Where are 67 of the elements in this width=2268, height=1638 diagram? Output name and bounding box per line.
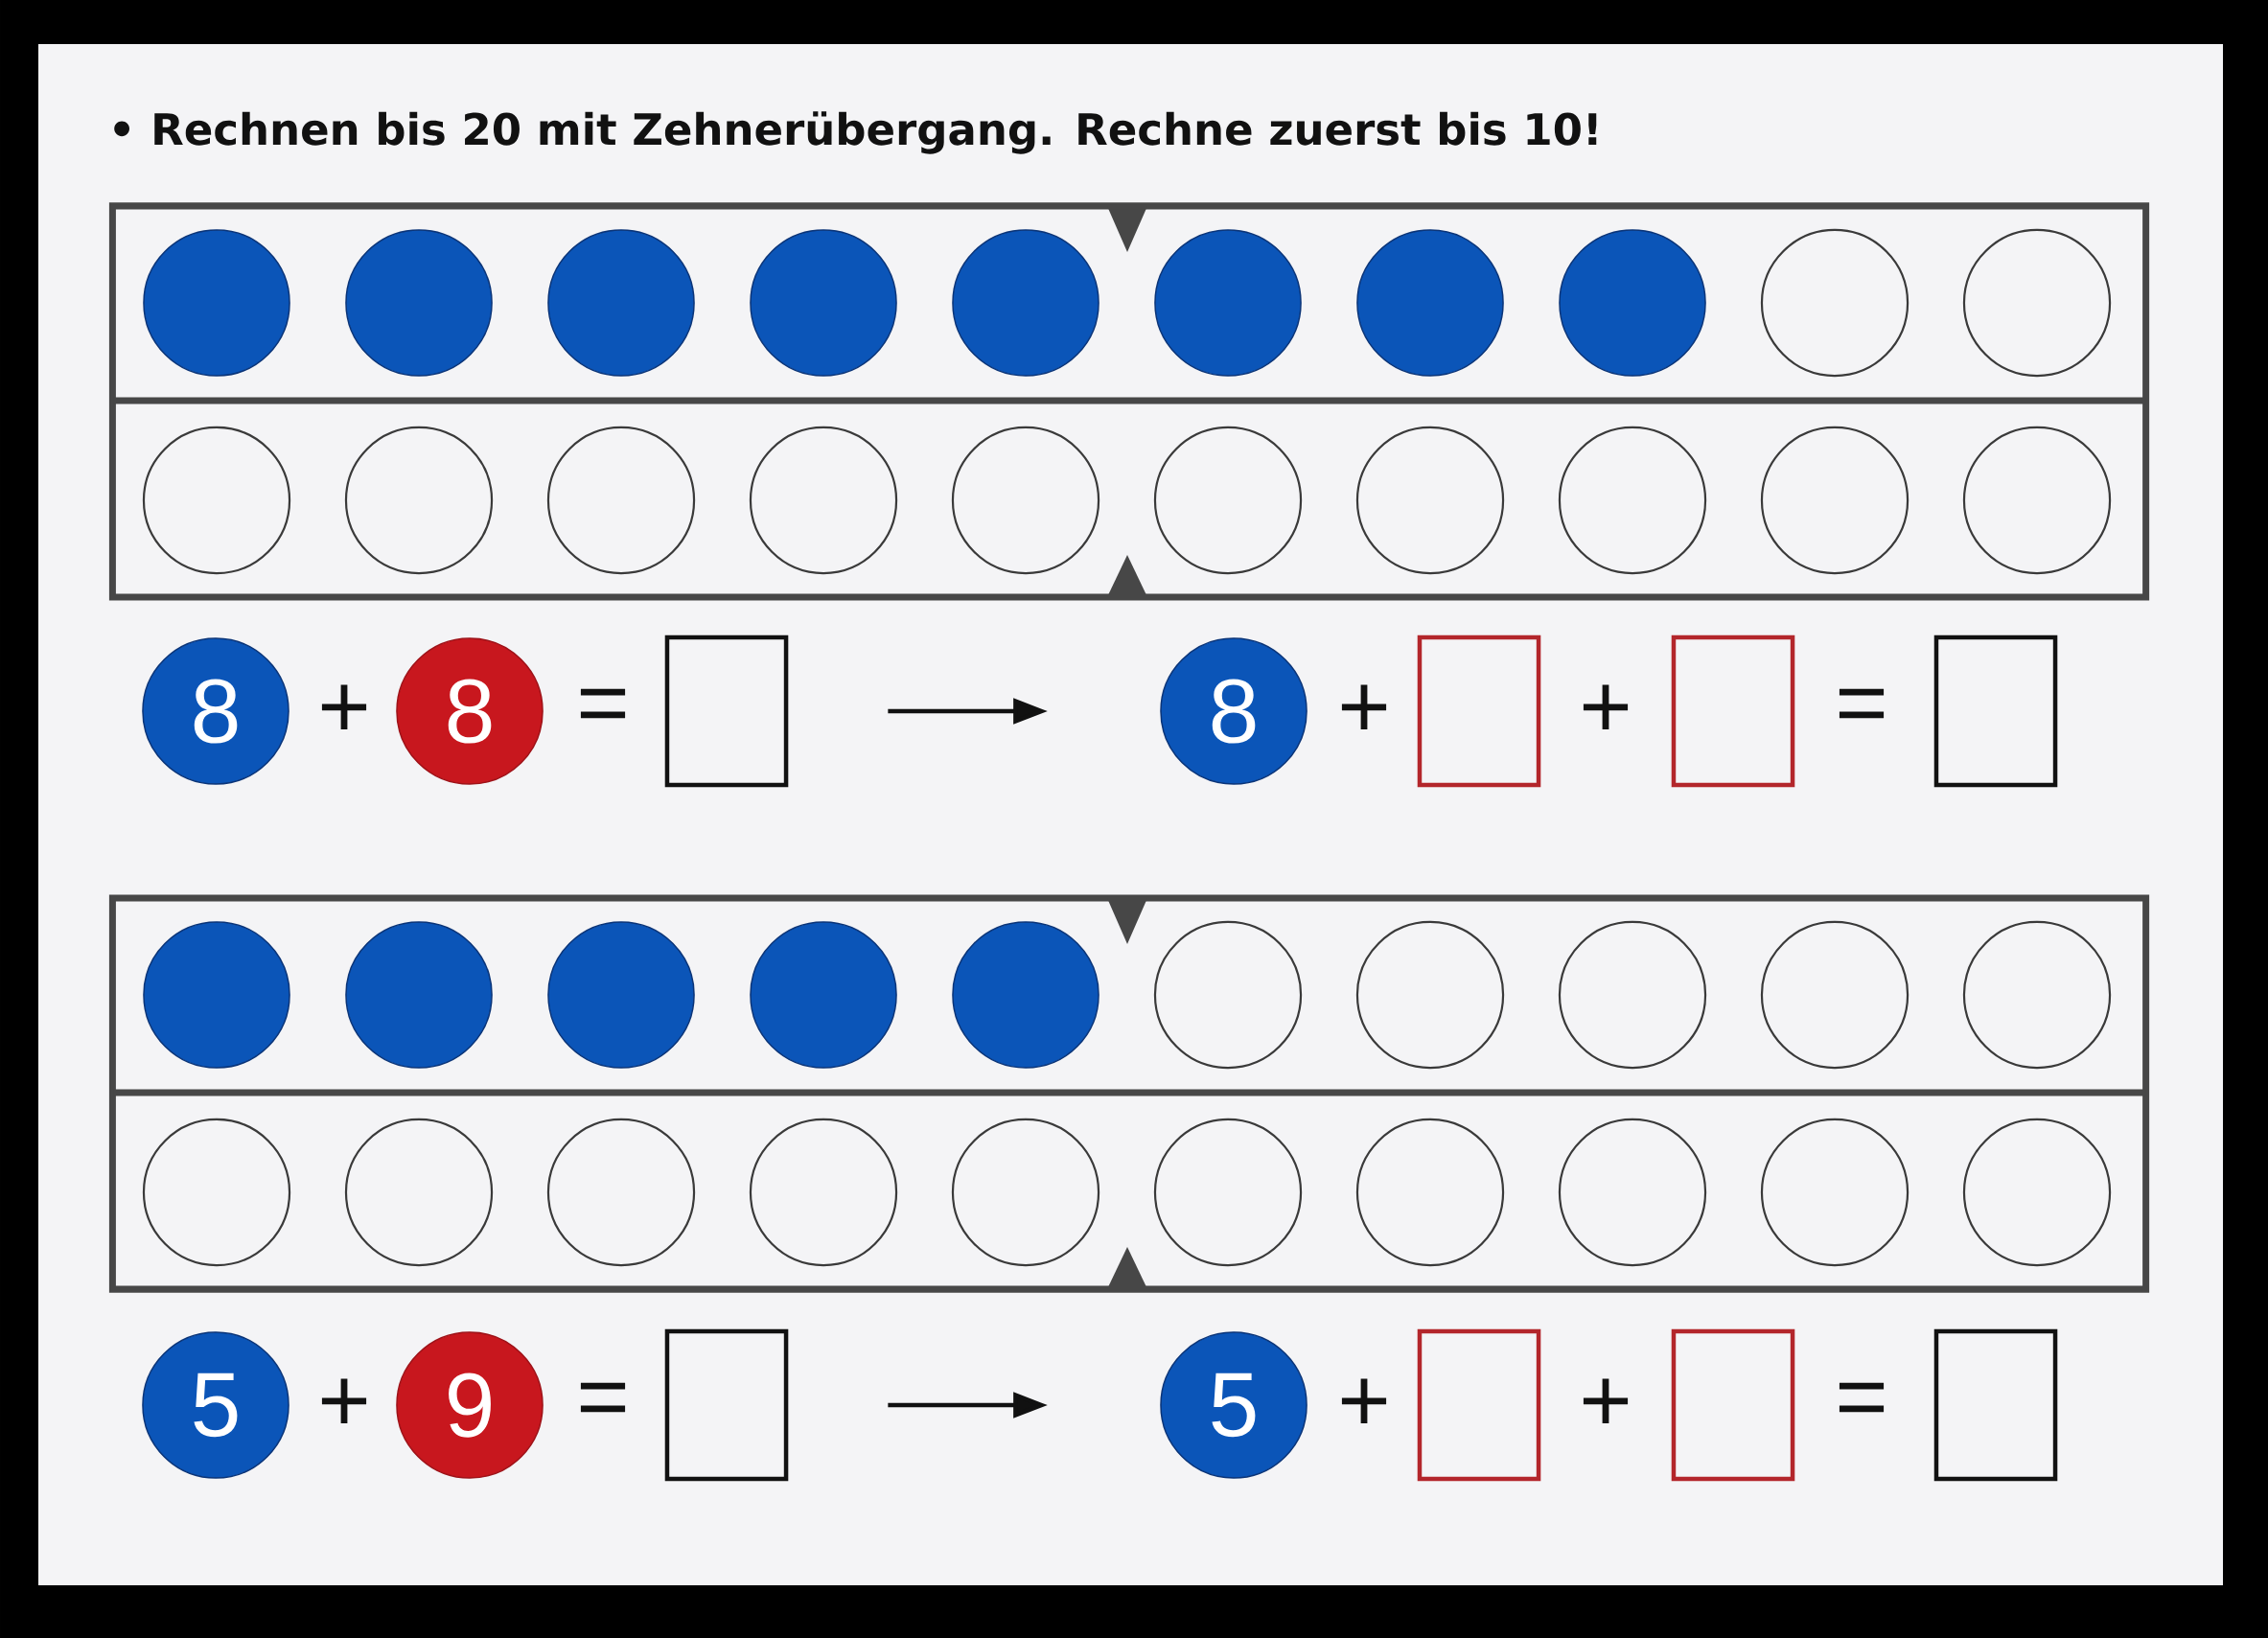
empty-circle [749,426,898,575]
operator: = [580,688,626,719]
number-disc: 5 [142,1331,289,1479]
empty-circle [1962,426,2112,575]
operator: + [1583,684,1629,730]
empty-circle [1558,920,1707,1070]
answer-box [664,634,789,788]
answer-box [664,1328,789,1482]
empty-circle [546,1118,696,1267]
counter-disc [952,229,1099,377]
empty-circle [1962,920,2112,1070]
empty-circle [1760,1118,1909,1267]
operator: = [1839,688,1885,719]
operator: + [321,684,367,730]
empty-circle [1355,426,1505,575]
empty-circle [951,1118,1100,1267]
operator: + [1583,1378,1629,1424]
counter-disc [952,921,1099,1069]
empty-circle [1153,426,1303,575]
counter-disc [547,921,695,1069]
empty-circle [749,1118,898,1267]
operator: + [321,1378,367,1424]
counter-disc [1356,229,1504,377]
answer-box [1933,634,2058,788]
instruction-text: • Rechnen bis 20 mit Zehnerübergang. Rechne zuerst bis 10! [114,111,1597,154]
empty-circle [951,426,1100,575]
operator: = [580,1382,626,1413]
empty-circle [1355,1118,1505,1267]
counter-disc [1559,229,1706,377]
counter-disc [547,229,695,377]
empty-circle [1558,1118,1707,1267]
number-disc: 5 [1160,1331,1308,1479]
empty-circle [344,426,494,575]
counter-disc [345,229,493,377]
operator: + [1341,1378,1387,1424]
empty-circle [1760,228,1909,378]
counter-disc [345,921,493,1069]
number-disc: 8 [142,637,289,785]
operator: = [1839,1382,1885,1413]
empty-circle [1355,920,1505,1070]
number-disc: 8 [396,637,544,785]
answer-box [1671,634,1795,788]
empty-circle [1962,1118,2112,1267]
counter-disc [750,229,897,377]
answer-box [1417,1328,1541,1482]
empty-circle [1962,228,2112,378]
counter-disc [143,229,290,377]
number-disc: 9 [396,1331,544,1479]
counter-disc [143,921,290,1069]
twenty-frame [108,202,2150,601]
empty-circle [1153,920,1303,1070]
empty-circle [1153,1118,1303,1267]
number-disc: 8 [1160,637,1308,785]
empty-circle [546,426,696,575]
empty-circle [1760,426,1909,575]
empty-circle [1760,920,1909,1070]
answer-box [1671,1328,1795,1482]
empty-circle [1558,426,1707,575]
empty-circle [344,1118,494,1267]
answer-box [1417,634,1541,788]
counter-disc [750,921,897,1069]
empty-circle [142,426,291,575]
counter-disc [1154,229,1302,377]
operator: + [1341,684,1387,730]
empty-circle [142,1118,291,1267]
answer-box [1933,1328,2058,1482]
twenty-frame [108,894,2150,1293]
